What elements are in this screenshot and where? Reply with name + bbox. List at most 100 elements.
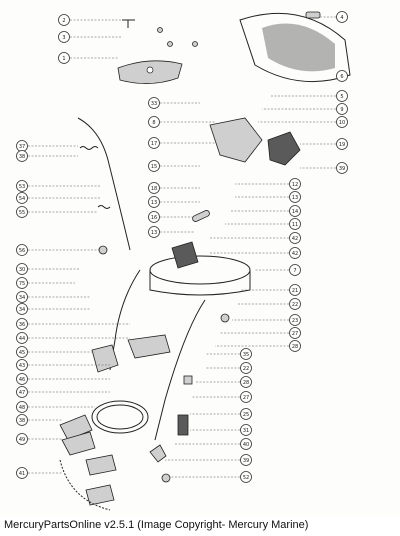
callout-left-2: 2 [58, 14, 122, 26]
callout-circle [336, 116, 348, 128]
callout-number: 10 [339, 120, 345, 126]
callout-circle [289, 298, 301, 310]
callout-circle [336, 162, 348, 174]
callout-circle [240, 376, 252, 388]
callout-right-42: 42 [210, 247, 301, 259]
callout-number: 27 [292, 331, 298, 337]
cowl-top [239, 12, 351, 83]
bracket-assembly [209, 117, 301, 166]
callout-right-22: 22 [205, 362, 252, 374]
callout-right-4: 4 [320, 11, 348, 23]
callout-circle [240, 408, 252, 420]
mounting-plate [117, 60, 183, 84]
callout-number: 9 [340, 107, 343, 113]
callout-circle [58, 52, 70, 64]
callout-number: 48 [19, 405, 25, 411]
callout-circle [148, 196, 160, 208]
callout-number: 15 [151, 164, 157, 170]
callout-circle [16, 263, 28, 275]
callout-number: 41 [19, 471, 25, 477]
image-caption: MercuryPartsOnline v2.5.1 (Image Copyrig… [4, 519, 309, 531]
callout-mid-17: 17 [148, 137, 215, 149]
callout-number: 19 [339, 142, 345, 148]
callout-circle [16, 206, 28, 218]
callout-right-14: 14 [230, 205, 301, 217]
small-clip [305, 11, 321, 19]
callout-circle [16, 359, 28, 371]
callout-circle [289, 340, 301, 352]
callout-right-9: 9 [262, 103, 348, 115]
callout-circle [16, 303, 28, 315]
callout-circle [336, 138, 348, 150]
callout-number: 42 [292, 251, 298, 257]
callout-right-27: 27 [192, 391, 252, 403]
callout-layer: 2313738535455563075343436444543464748384… [16, 11, 348, 483]
callout-right-13: 13 [235, 191, 301, 203]
callout-circle [289, 327, 301, 339]
callout-right-31: 31 [190, 424, 252, 436]
link-arms [59, 414, 117, 506]
callout-number: 3 [62, 35, 65, 41]
callout-number: 56 [19, 248, 25, 254]
callout-number: 55 [19, 210, 25, 216]
callout-right-28: 28 [195, 376, 252, 388]
callout-number: 37 [19, 144, 25, 150]
callout-number: 31 [243, 428, 249, 434]
callout-circle [336, 70, 348, 82]
callout-number: 36 [19, 322, 25, 328]
callout-number: 2 [62, 18, 65, 24]
callout-left-48: 48 [16, 401, 95, 413]
callout-left-41: 41 [16, 467, 62, 479]
callout-number: 21 [292, 288, 298, 294]
callout-right-52: 52 [170, 471, 252, 483]
callout-left-3: 3 [58, 31, 122, 43]
callout-number: 4 [340, 15, 343, 21]
callout-number: 34 [19, 307, 25, 313]
callout-number: 12 [292, 182, 298, 188]
callout-circle [16, 180, 28, 192]
callout-left-49: 49 [16, 433, 62, 445]
callout-circle [148, 211, 160, 223]
callout-number: 39 [339, 166, 345, 172]
throttle-cable [77, 117, 131, 251]
callout-circle [16, 433, 28, 445]
callout-left-30: 30 [16, 263, 80, 275]
callout-left-47: 47 [16, 386, 110, 398]
callout-number: 8 [152, 120, 155, 126]
callout-mid-13: 13 [148, 196, 200, 208]
callout-number: 49 [19, 437, 25, 443]
callout-number: 38 [19, 154, 25, 160]
callout-circle [240, 348, 252, 360]
callout-left-55: 55 [16, 206, 98, 218]
callout-number: 40 [243, 442, 249, 448]
callout-circle [16, 291, 28, 303]
callout-number: 1 [62, 56, 65, 62]
callout-circle [289, 264, 301, 276]
callout-left-34: 34 [16, 291, 90, 303]
callout-number: 46 [19, 377, 25, 383]
callout-number: 39 [243, 458, 249, 464]
callout-circle [289, 284, 301, 296]
callout-left-45: 45 [16, 346, 95, 358]
callout-number: 7 [293, 268, 296, 274]
callout-number: 11 [292, 222, 298, 228]
callout-circle [148, 97, 160, 109]
callout-left-54: 54 [16, 192, 100, 204]
callout-right-11: 11 [225, 218, 301, 230]
callout-circle [148, 160, 160, 172]
callout-circle [16, 192, 28, 204]
callout-number: 6 [340, 74, 343, 80]
callout-number: 18 [151, 186, 157, 192]
callout-circle [336, 11, 348, 23]
callout-circle [16, 318, 28, 330]
ring-gear [91, 400, 149, 434]
callout-left-46: 46 [16, 373, 110, 385]
callout-circle [240, 438, 252, 450]
springs-and-pins [79, 146, 210, 255]
callout-right-35: 35 [205, 348, 252, 360]
callout-mid-16: 16 [148, 211, 195, 223]
callout-number: 44 [19, 336, 25, 342]
callout-right-12: 12 [235, 178, 301, 190]
exploded-parts-diagram: 2313738535455563075343436444543464748384… [16, 11, 351, 511]
